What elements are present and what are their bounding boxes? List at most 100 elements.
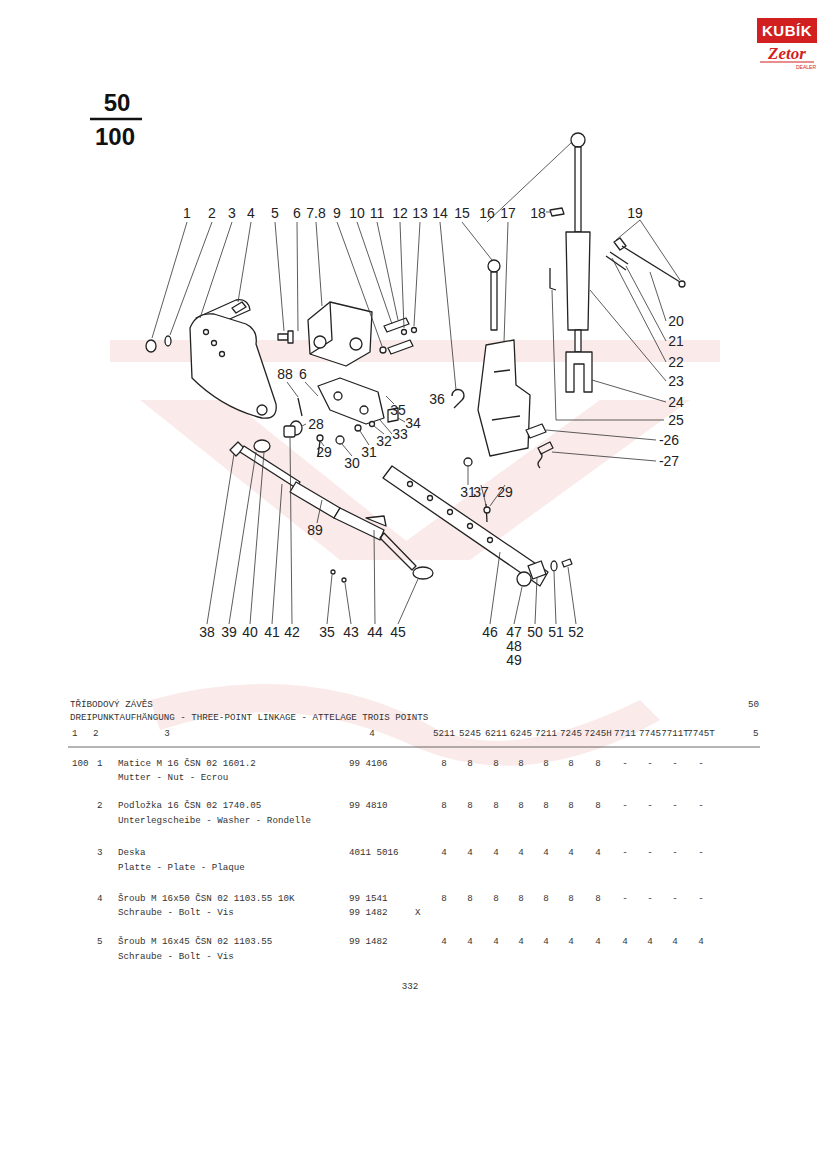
callout-number: 46 bbox=[482, 625, 498, 639]
logo-text: Zetor bbox=[768, 45, 806, 62]
callout-number: 5 bbox=[271, 206, 279, 220]
table-cell: 8 bbox=[518, 801, 524, 810]
table-cell: 7245H bbox=[584, 729, 612, 738]
table-cell: 8 bbox=[518, 759, 524, 768]
callout-number: 10 bbox=[349, 206, 365, 220]
table-cell: 332 bbox=[402, 982, 419, 991]
table-cell: 8 bbox=[467, 894, 473, 903]
table-cell: 2 bbox=[93, 729, 99, 738]
table-cell: 99 1482 bbox=[349, 937, 388, 946]
table-cell: 6245 bbox=[510, 729, 532, 738]
callout-number: 18 bbox=[530, 206, 546, 220]
table-cell: 5 bbox=[97, 937, 103, 946]
table-cell: Schraube - Bolt - Vis bbox=[118, 952, 234, 961]
callout-number: -27 bbox=[659, 454, 679, 468]
callout-number: 51 bbox=[548, 625, 564, 639]
table-cell: 1 bbox=[97, 759, 103, 768]
table-cell: 7245 bbox=[560, 729, 582, 738]
table-cell: 100 bbox=[72, 759, 89, 768]
table-cell: 4 bbox=[568, 937, 574, 946]
callout-number: 25 bbox=[668, 413, 684, 427]
table-cell: 4 bbox=[647, 937, 653, 946]
table-cell: 4 bbox=[543, 937, 549, 946]
table-cell: 8 bbox=[595, 759, 601, 768]
table-cell: - bbox=[622, 848, 628, 857]
table-cell: 8 bbox=[467, 801, 473, 810]
callout-number: 29 bbox=[497, 485, 513, 499]
callout-number: 15 bbox=[454, 206, 470, 220]
callout-number: 43 bbox=[343, 625, 359, 639]
table-cell: 4 bbox=[369, 729, 375, 738]
table-cell: 8 bbox=[568, 894, 574, 903]
table-cell: Unterlegscheibe - Washer - Rondelle bbox=[118, 816, 311, 825]
table-cell: 8 bbox=[493, 759, 499, 768]
table-cell: X bbox=[415, 908, 421, 917]
callout-number: 88 bbox=[277, 367, 293, 381]
table-cell: 4011 5016 bbox=[349, 848, 399, 857]
table-cell: - bbox=[647, 759, 653, 768]
table-cell: Deska bbox=[118, 848, 146, 857]
callout-number: 4 bbox=[247, 206, 255, 220]
table-cell: 8 bbox=[543, 759, 549, 768]
callout-number: 35 bbox=[390, 403, 406, 417]
table-cell: - bbox=[672, 801, 678, 810]
callout-number: 19 bbox=[627, 206, 643, 220]
table-cell: 4 bbox=[493, 937, 499, 946]
callout-number: 6 bbox=[299, 367, 307, 381]
callout-number: 47 bbox=[506, 625, 522, 639]
table-cell: 4 bbox=[493, 848, 499, 857]
table-cell: 8 bbox=[493, 894, 499, 903]
table-cell: 3 bbox=[97, 848, 103, 857]
table-cell: 8 bbox=[595, 801, 601, 810]
table-cell: 4 bbox=[698, 937, 704, 946]
table-cell: 99 1482 bbox=[349, 908, 388, 917]
callout-number: 23 bbox=[668, 374, 684, 388]
table-cell: - bbox=[622, 759, 628, 768]
callout-number: 11 bbox=[370, 206, 385, 220]
callout-number: 52 bbox=[568, 625, 584, 639]
table-cell: - bbox=[698, 801, 704, 810]
table-cell: 8 bbox=[518, 894, 524, 903]
table-cell: DREIPUNKTAUFHÄNGUNG - THREE-POINT LINKAG… bbox=[70, 713, 428, 722]
table-cell: Podložka 16 ČSN 02 1740.05 bbox=[118, 801, 261, 810]
table-cell: 7211 bbox=[535, 729, 557, 738]
callout-number: 42 bbox=[284, 625, 300, 639]
table-cell: - bbox=[698, 759, 704, 768]
table-cell: 99 4106 bbox=[349, 759, 388, 768]
table-cell: - bbox=[672, 759, 678, 768]
callout-number: 40 bbox=[242, 625, 258, 639]
callout-number: 35 bbox=[319, 625, 335, 639]
callout-number: 39 bbox=[221, 625, 237, 639]
table-cell: 4 bbox=[518, 848, 524, 857]
callout-number: 12 bbox=[392, 206, 408, 220]
table-cell: 4 bbox=[97, 894, 103, 903]
page-number: 50 bbox=[104, 91, 131, 115]
callout-number: 31 bbox=[361, 445, 377, 459]
table-cell: 4 bbox=[467, 848, 473, 857]
callout-number: 13 bbox=[412, 206, 428, 220]
callout-number: 49 bbox=[506, 653, 522, 667]
table-cell: - bbox=[622, 894, 628, 903]
callout-number: 9 bbox=[333, 206, 341, 220]
callout-number: -26 bbox=[659, 433, 679, 447]
table-cell: 4 bbox=[543, 848, 549, 857]
callout-number: 45 bbox=[390, 625, 406, 639]
table-cell: 3 bbox=[164, 729, 170, 738]
table-cell: 8 bbox=[441, 894, 447, 903]
table-cell: 2 bbox=[97, 801, 103, 810]
table-cell: 4 bbox=[441, 937, 447, 946]
table-cell: 5211 bbox=[433, 729, 455, 738]
callout-number: 17 bbox=[500, 206, 516, 220]
table-cell: 8 bbox=[543, 801, 549, 810]
page-number: 100 bbox=[95, 125, 135, 149]
callout-number: 48 bbox=[506, 639, 522, 653]
table-cell: 8 bbox=[568, 801, 574, 810]
callout-number: 32 bbox=[376, 434, 392, 448]
table-cell: 4 bbox=[672, 937, 678, 946]
table-cell: 4 bbox=[622, 937, 628, 946]
table-cell: 4 bbox=[568, 848, 574, 857]
callout-number: 29 bbox=[316, 445, 332, 459]
table-cell: Matice M 16 ČSN 02 1601.2 bbox=[118, 759, 256, 768]
table-cell: TŘÍBODOVÝ ZÁVĚS bbox=[70, 700, 153, 709]
